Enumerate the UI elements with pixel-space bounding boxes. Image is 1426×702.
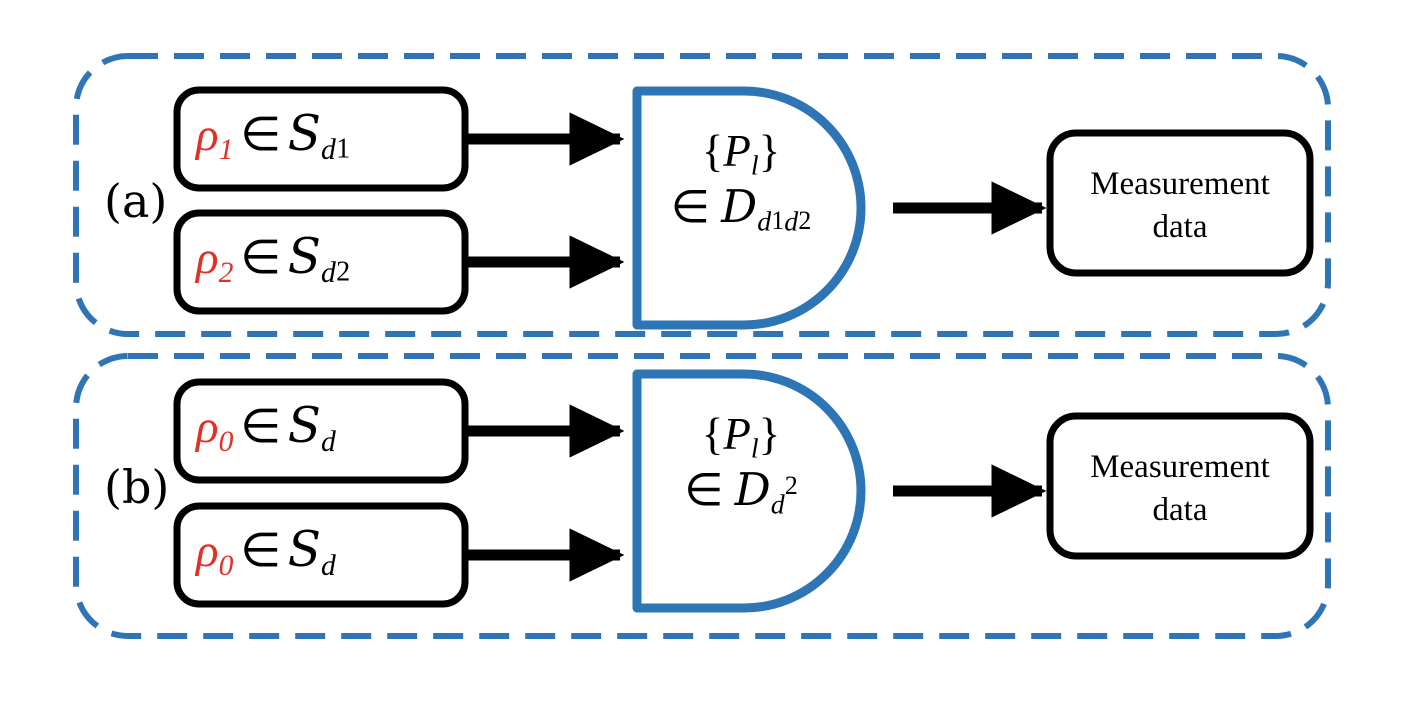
state-space-symbol-a1: S bbox=[287, 106, 321, 162]
detector-space-sub-d2-a: d bbox=[784, 205, 799, 237]
state-space-symbol-b2: S bbox=[287, 522, 321, 578]
rho-symbol-a1: ρ bbox=[196, 109, 219, 161]
detector-povm-line-b: {Pl} bbox=[641, 409, 841, 465]
detector-space-line-a: ∈ Dd1d2 bbox=[641, 179, 841, 238]
state-space-subscript-a1: d bbox=[320, 133, 337, 166]
measurement-data-line1-b: Measurement bbox=[1090, 449, 1270, 485]
panel-b-dashed-container bbox=[73, 353, 1331, 639]
detector-space-sub-d-b: d bbox=[770, 488, 785, 520]
measurement-data-line1-a: Measurement bbox=[1090, 166, 1270, 202]
state-equation-a2: ρ2∈Sd2 bbox=[196, 233, 350, 288]
rho-symbol-b1: ρ bbox=[196, 401, 219, 453]
state-space-symbol-a2: S bbox=[287, 229, 321, 285]
detector-space-symbol-a: D bbox=[721, 179, 758, 233]
detector-povm-line-a: {Pl} bbox=[641, 126, 841, 182]
rho-subscript-b2: 0 bbox=[218, 549, 234, 582]
panel-a-tag: (a) bbox=[104, 174, 168, 228]
rho-subscript-b1: 0 bbox=[218, 425, 234, 458]
detector-equation-b: {Pl} ∈ Dd2 bbox=[641, 409, 841, 520]
membership-symbol-b2: ∈ bbox=[240, 525, 282, 577]
measurement-data-label-b: Measurement data bbox=[1050, 446, 1310, 532]
povm-symbol-a: P bbox=[723, 126, 751, 176]
detector-membership-symbol-b: ∈ bbox=[684, 464, 724, 515]
measurement-data-box-b bbox=[1046, 412, 1314, 560]
detector-space-sub-d1-a: d bbox=[757, 205, 772, 237]
state-space-subsubscript-a2: 2 bbox=[336, 256, 351, 288]
brace-open-a: { bbox=[701, 126, 724, 176]
measurement-data-line2-b: data bbox=[1152, 491, 1208, 528]
state-space-subscript-b1: d bbox=[320, 425, 337, 458]
detector-space-symbol-b: D bbox=[734, 462, 771, 516]
state-box-a2 bbox=[173, 209, 469, 315]
brace-open-b: { bbox=[701, 409, 724, 459]
state-box-b1 bbox=[173, 378, 469, 484]
measurement-data-label-a: Measurement data bbox=[1050, 163, 1310, 249]
measurement-data-box-a bbox=[1046, 129, 1314, 277]
brace-close-a: } bbox=[758, 126, 781, 176]
state-space-symbol-b1: S bbox=[287, 398, 321, 454]
detector-shape-a bbox=[632, 86, 866, 330]
detector-space-line-b: ∈ Dd2 bbox=[641, 462, 841, 521]
state-equation-b1: ρ0∈Sd bbox=[196, 402, 336, 457]
rho-symbol-a2: ρ bbox=[196, 232, 219, 284]
detector-shape-b bbox=[632, 369, 866, 613]
rho-subscript-a2: 2 bbox=[218, 256, 234, 289]
state-space-subscript-b2: d bbox=[320, 549, 337, 582]
detector-membership-symbol-a: ∈ bbox=[670, 181, 710, 232]
membership-symbol-b1: ∈ bbox=[240, 401, 282, 453]
state-equation-a1: ρ1∈Sd1 bbox=[196, 110, 350, 165]
povm-subscript-a: l bbox=[750, 150, 759, 182]
povm-subscript-b: l bbox=[750, 433, 759, 465]
brace-close-b: } bbox=[758, 409, 781, 459]
rho-symbol-b2: ρ bbox=[196, 525, 219, 577]
membership-symbol-a2: ∈ bbox=[240, 232, 282, 284]
detector-space-subsub-1-a: 1 bbox=[771, 205, 785, 235]
membership-symbol-a1: ∈ bbox=[240, 109, 282, 161]
detector-equation-a: {Pl} ∈ Dd1d2 bbox=[641, 126, 841, 237]
state-space-subscript-a2: d bbox=[320, 256, 337, 289]
state-box-b2 bbox=[173, 502, 469, 608]
measurement-data-line2-a: data bbox=[1152, 208, 1208, 245]
state-space-subsubscript-a1: 1 bbox=[336, 133, 351, 165]
panel-a-dashed-container bbox=[73, 53, 1331, 337]
detector-space-superscript-b: 2 bbox=[784, 470, 798, 500]
state-box-a1 bbox=[173, 86, 469, 192]
panel-b-tag: (b) bbox=[104, 460, 170, 514]
detector-space-subsub-2-a: 2 bbox=[798, 205, 812, 235]
povm-symbol-b: P bbox=[723, 409, 751, 459]
state-equation-b2: ρ0∈Sd bbox=[196, 526, 336, 581]
rho-subscript-a1: 1 bbox=[218, 133, 234, 166]
